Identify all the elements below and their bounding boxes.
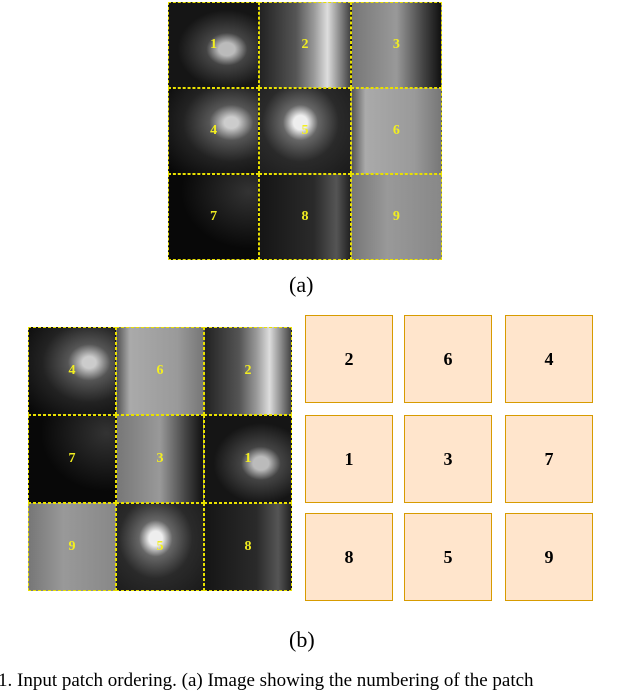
- patch-number: 1: [244, 451, 252, 466]
- image-patch: 1: [204, 415, 292, 503]
- patch-number: 4: [210, 123, 218, 138]
- permutation-tile: 2: [305, 315, 393, 403]
- image-patch: 8: [259, 174, 351, 260]
- permutation-tile: 6: [404, 315, 492, 403]
- patch-number: 7: [68, 451, 76, 466]
- patch-number: 9: [68, 539, 76, 554]
- patch-number: 4: [68, 363, 76, 378]
- image-patch: 2: [259, 2, 351, 88]
- patch-number: 7: [210, 209, 218, 224]
- image-patch: 1: [168, 2, 260, 88]
- patch-number: 8: [244, 539, 252, 554]
- permutation-tile: 3: [404, 415, 492, 503]
- image-patch: 8: [204, 503, 292, 591]
- patch-number: 5: [301, 123, 309, 138]
- image-patch: 3: [116, 415, 204, 503]
- figure-caption: 1. Input patch ordering. (a) Image showi…: [0, 670, 534, 691]
- patch-number: 3: [156, 451, 164, 466]
- image-patch: 5: [259, 88, 351, 174]
- image-patch: 4: [168, 88, 260, 174]
- image-patch: 4: [28, 327, 116, 415]
- patch-number: 6: [156, 363, 164, 378]
- permutation-tile: 5: [404, 513, 492, 601]
- permutation-tile: 1: [305, 415, 393, 503]
- patch-number: 8: [301, 209, 309, 224]
- patch-number: 3: [392, 37, 400, 52]
- image-patch: 7: [28, 415, 116, 503]
- panel-a-label: (a): [289, 272, 314, 297]
- permutation-tile: 8: [305, 513, 393, 601]
- permutation-tile: 7: [505, 415, 593, 503]
- patch-number: 2: [301, 37, 309, 52]
- image-patch: 9: [28, 503, 116, 591]
- original-image-grid: 1 2 3 4 5 6 7 8 9: [168, 2, 442, 260]
- patch-number: 5: [156, 539, 164, 554]
- image-patch: 6: [116, 327, 204, 415]
- patch-number: 1: [210, 37, 218, 52]
- image-patch: 9: [350, 174, 442, 260]
- permutation-tile: 4: [505, 315, 593, 403]
- image-patch: 3: [350, 2, 442, 88]
- image-patch: 2: [204, 327, 292, 415]
- patch-number: 2: [244, 363, 252, 378]
- panel-b-label: (b): [289, 627, 315, 652]
- shuffled-image-grid: 4 6 2 7 3 1 9 5 8: [28, 327, 292, 591]
- image-patch: 5: [116, 503, 204, 591]
- image-patch: 6: [350, 88, 442, 174]
- permutation-tile: 9: [505, 513, 593, 601]
- image-patch: 7: [168, 174, 260, 260]
- patch-number: 6: [392, 123, 400, 138]
- patch-number: 9: [392, 209, 400, 224]
